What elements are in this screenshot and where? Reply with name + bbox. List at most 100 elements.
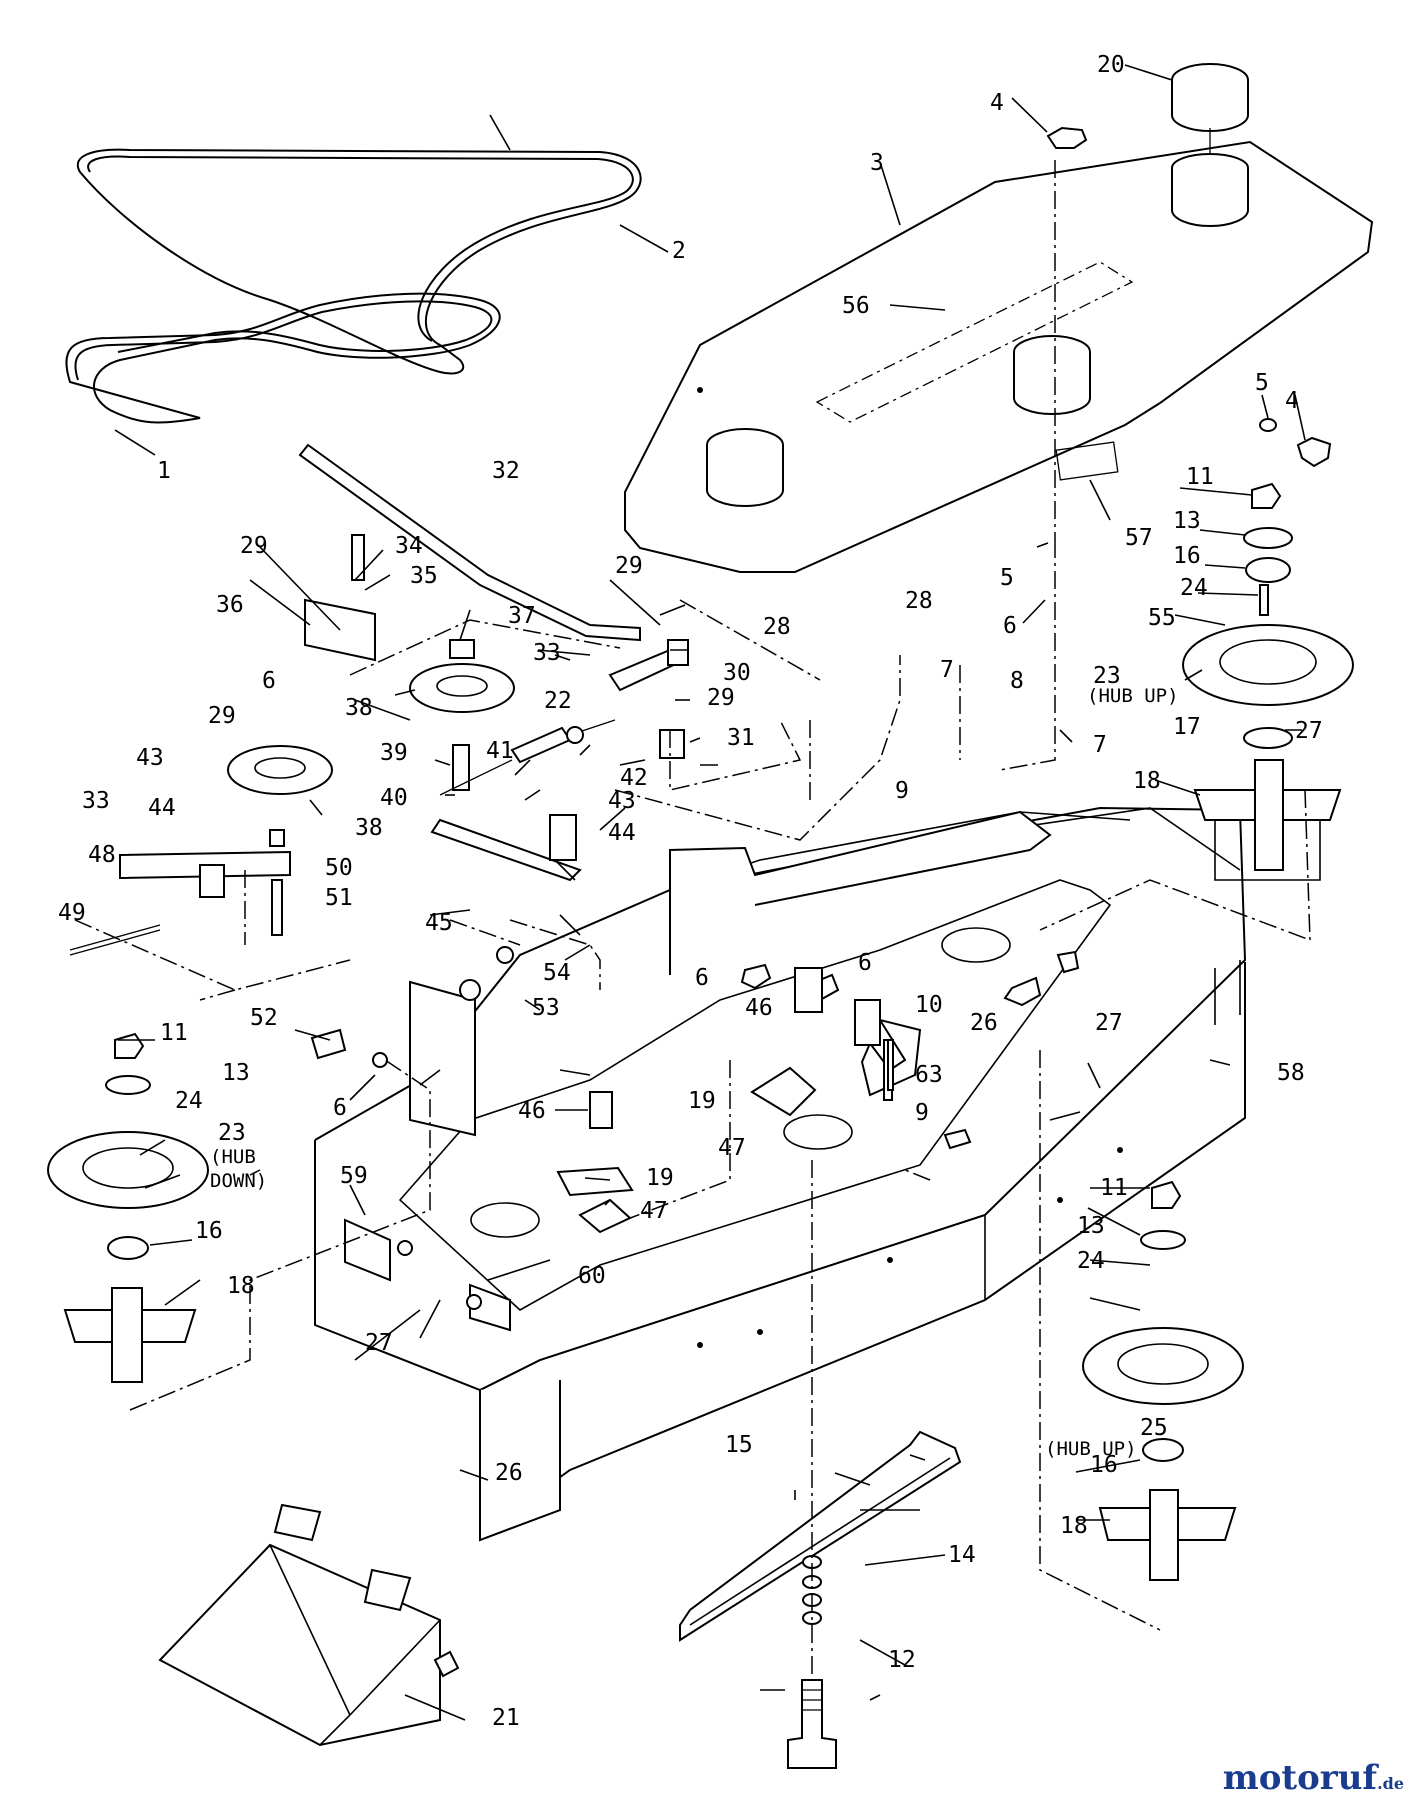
callout-47: 47 bbox=[640, 1198, 668, 1224]
callout-13: 13 bbox=[222, 1060, 250, 1086]
callout-6: 6 bbox=[1003, 613, 1017, 639]
callout-60: 60 bbox=[578, 1263, 606, 1289]
discharge-chute-21 bbox=[158, 1503, 460, 1747]
callout-5: 5 bbox=[1255, 370, 1269, 396]
callout-15: 15 bbox=[725, 1432, 753, 1458]
callout-53: 53 bbox=[532, 995, 560, 1021]
callout-29: 29 bbox=[615, 553, 643, 579]
callout-18: 18 bbox=[227, 1273, 255, 1299]
callout-50: 50 bbox=[325, 855, 353, 881]
note-hub-down-left-2: DOWN) bbox=[210, 1170, 267, 1192]
callout-16: 16 bbox=[1173, 543, 1201, 569]
callout-21: 21 bbox=[492, 1705, 520, 1731]
callout-27: 27 bbox=[1295, 718, 1323, 744]
deck-cover bbox=[624, 140, 1374, 573]
callout-58: 58 bbox=[1277, 1060, 1305, 1086]
callout-6: 6 bbox=[695, 965, 709, 991]
callout-42: 42 bbox=[620, 765, 648, 791]
callout-32: 32 bbox=[492, 458, 520, 484]
callout-63: 63 bbox=[915, 1062, 943, 1088]
callout-3: 3 bbox=[870, 150, 884, 176]
callout-34: 34 bbox=[395, 533, 423, 559]
callout-29: 29 bbox=[707, 685, 735, 711]
watermark-brand: motoruf bbox=[1222, 1758, 1378, 1798]
callout-13: 13 bbox=[1173, 508, 1201, 534]
callout-23: 23 bbox=[1093, 663, 1121, 689]
callout-49: 49 bbox=[58, 900, 86, 926]
callout-10: 10 bbox=[915, 992, 943, 1018]
callout-9: 9 bbox=[895, 778, 909, 804]
callout-11: 11 bbox=[1100, 1175, 1128, 1201]
center-axis-line bbox=[999, 160, 1056, 771]
callout-43: 43 bbox=[136, 745, 164, 771]
belt-1 bbox=[65, 292, 501, 424]
callout-13: 13 bbox=[1077, 1213, 1105, 1239]
mower-deck-58 bbox=[314, 806, 1247, 1542]
leader-lines bbox=[114, 64, 1306, 1721]
callout-46: 46 bbox=[745, 995, 773, 1021]
idler-pulley-upper bbox=[304, 534, 515, 713]
callout-35: 35 bbox=[410, 563, 438, 589]
callout-54: 54 bbox=[543, 960, 571, 986]
callout-4: 4 bbox=[1285, 388, 1299, 414]
callout-17: 17 bbox=[1173, 714, 1201, 740]
callout-29: 29 bbox=[208, 703, 236, 729]
callout-55: 55 bbox=[1148, 605, 1176, 631]
callout-38: 38 bbox=[345, 695, 373, 721]
callout-41: 41 bbox=[486, 738, 514, 764]
callout-59: 59 bbox=[340, 1163, 368, 1189]
watermark-tld: .de bbox=[1377, 1774, 1404, 1793]
callout-26: 26 bbox=[970, 1010, 998, 1036]
callout-47: 47 bbox=[718, 1135, 746, 1161]
callout-7: 7 bbox=[1093, 732, 1107, 758]
callout-29: 29 bbox=[240, 533, 268, 559]
callout-46: 46 bbox=[518, 1098, 546, 1124]
callout-31: 31 bbox=[727, 725, 755, 751]
callout-24: 24 bbox=[1077, 1248, 1105, 1274]
callout-40: 40 bbox=[380, 785, 408, 811]
hub-notes: (HUB UP) (HUB DOWN) (HUB UP) bbox=[210, 685, 1179, 1460]
callout-labels: 1 2 3 4 4 5 5 6 6 6 6 6 7 7 8 9 9 10 11 … bbox=[58, 52, 1323, 1731]
callout-33: 33 bbox=[533, 640, 561, 666]
callout-1: 1 bbox=[157, 458, 171, 484]
callout-19: 19 bbox=[646, 1165, 674, 1191]
rod-32 bbox=[298, 443, 641, 642]
callout-18: 18 bbox=[1060, 1513, 1088, 1539]
right-spindle-lower bbox=[1082, 1180, 1244, 1581]
callout-18: 18 bbox=[1133, 768, 1161, 794]
callout-57: 57 bbox=[1125, 525, 1153, 551]
callout-24: 24 bbox=[1180, 575, 1208, 601]
callout-20: 20 bbox=[1097, 52, 1125, 78]
callout-33: 33 bbox=[82, 788, 110, 814]
collar-20 bbox=[1171, 63, 1249, 227]
callout-23: 23 bbox=[218, 1120, 246, 1146]
callout-27: 27 bbox=[365, 1330, 393, 1356]
callout-6: 6 bbox=[262, 668, 276, 694]
callout-4: 4 bbox=[990, 90, 1004, 116]
link-41-42 bbox=[439, 719, 616, 796]
callout-16: 16 bbox=[195, 1218, 223, 1244]
note-hub-up-right: (HUB UP) bbox=[1087, 685, 1179, 707]
bracket-59 bbox=[344, 980, 511, 1332]
blade-14 bbox=[679, 1430, 962, 1642]
callout-52: 52 bbox=[250, 1005, 278, 1031]
callout-27: 27 bbox=[1095, 1010, 1123, 1036]
callout-28: 28 bbox=[905, 588, 933, 614]
callout-12: 12 bbox=[888, 1647, 916, 1673]
callout-19: 19 bbox=[688, 1088, 716, 1114]
callout-51: 51 bbox=[325, 885, 353, 911]
tension-arm-45 bbox=[430, 744, 582, 882]
callout-6: 6 bbox=[333, 1095, 347, 1121]
callout-16: 16 bbox=[1090, 1452, 1118, 1478]
idler-pulley-lower bbox=[69, 745, 333, 956]
callout-38: 38 bbox=[355, 815, 383, 841]
callout-44: 44 bbox=[148, 795, 176, 821]
callout-26: 26 bbox=[495, 1460, 523, 1486]
spindle-bolt-12 bbox=[787, 1679, 837, 1769]
assembly-dash-lines bbox=[74, 599, 1311, 1631]
callout-30: 30 bbox=[723, 660, 751, 686]
callout-6: 6 bbox=[858, 950, 872, 976]
callout-5: 5 bbox=[1000, 565, 1014, 591]
callout-8: 8 bbox=[1010, 668, 1024, 694]
